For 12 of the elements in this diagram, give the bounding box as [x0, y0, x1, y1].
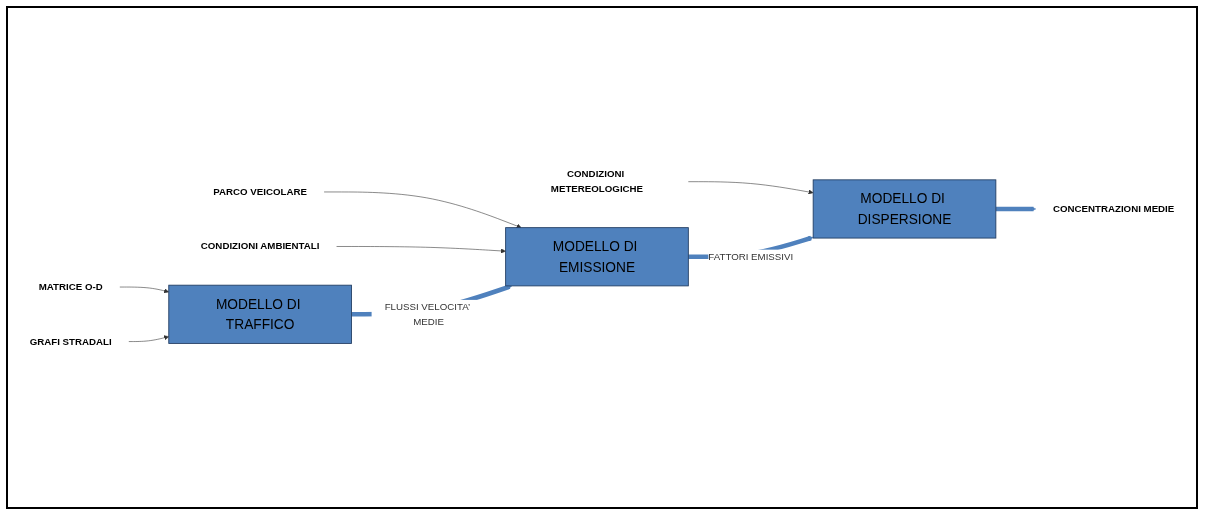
arrow [995, 205, 1037, 211]
node-box: MODELLO DI EMISSIONE [505, 226, 689, 286]
node-box: MODELLO DI TRAFFICO [168, 284, 352, 344]
edge-label: FLUSSI VELOCITA’ MEDIE [384, 300, 470, 327]
node-text: CONCENTRAZIONI MEDIE [1052, 202, 1175, 214]
node-text: MATRICE O-D [38, 280, 103, 292]
node-box: MODELLO DI DISPERSIONE [812, 178, 997, 238]
edge-label: FATTORI EMISSIVI [708, 250, 794, 262]
node-text: CONDIZIONI METEREOLOGICHE [550, 168, 644, 194]
node-text: CONDIZIONI AMBIENTALI [200, 240, 320, 252]
node-text: PARCO VEICOLARE [213, 185, 307, 197]
node-text: GRAFI STRADALI [29, 335, 112, 347]
